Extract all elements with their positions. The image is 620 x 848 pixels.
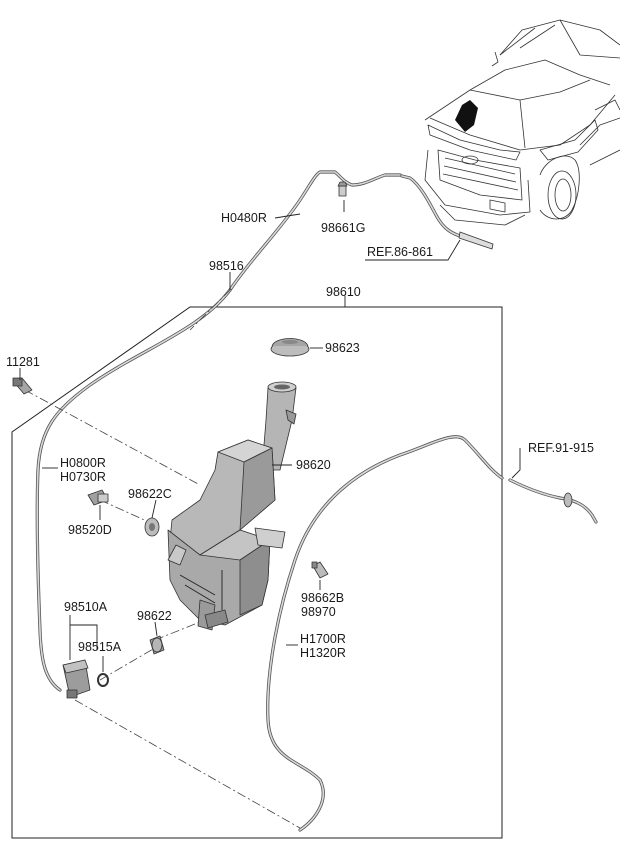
label-98970: 98970 bbox=[301, 605, 336, 619]
label-h0480r: H0480R bbox=[221, 211, 267, 225]
label-h1700r: H1700R bbox=[300, 632, 346, 646]
label-ref-86-861: REF.86-861 bbox=[367, 245, 433, 259]
connector-98662b bbox=[311, 561, 329, 579]
washer-reservoir bbox=[167, 381, 297, 631]
label-98516: 98516 bbox=[209, 259, 244, 273]
seal-98515a bbox=[97, 673, 109, 687]
bolt-11281 bbox=[12, 377, 33, 395]
label-98510a: 98510A bbox=[64, 600, 108, 614]
tank-location-highlight bbox=[455, 100, 478, 132]
pump-98520d bbox=[87, 489, 109, 520]
label-h1320r: H1320R bbox=[300, 646, 346, 660]
label-98622: 98622 bbox=[137, 609, 172, 623]
label-ref-91-915: REF.91-915 bbox=[528, 441, 594, 455]
label-98620: 98620 bbox=[296, 458, 331, 472]
upper-hose bbox=[228, 170, 494, 292]
label-98520d: 98520D bbox=[68, 523, 112, 537]
vehicle-illustration bbox=[424, 19, 620, 226]
right-hose bbox=[266, 435, 598, 832]
leader-lines bbox=[19, 200, 521, 672]
reservoir-cap bbox=[270, 338, 310, 357]
label-98623: 98623 bbox=[325, 341, 360, 355]
label-98610: 98610 bbox=[326, 285, 361, 299]
assembly-frame-98610 bbox=[11, 306, 503, 839]
left-hose bbox=[35, 288, 232, 692]
label-h0730r: H0730R bbox=[60, 470, 106, 484]
part-labels: H0480R 98661G REF.86-861 98516 98610 986… bbox=[6, 211, 594, 660]
grommet-98622 bbox=[149, 635, 165, 655]
label-98622c: 98622C bbox=[128, 487, 172, 501]
label-98661g: 98661G bbox=[321, 221, 365, 235]
label-11281: 11281 bbox=[6, 355, 40, 369]
label-h0800r: H0800R bbox=[60, 456, 106, 470]
label-98515a: 98515A bbox=[78, 640, 122, 654]
grommet-98622c bbox=[144, 517, 160, 537]
motor-98510a bbox=[62, 659, 91, 699]
label-98662b: 98662B bbox=[301, 591, 344, 605]
